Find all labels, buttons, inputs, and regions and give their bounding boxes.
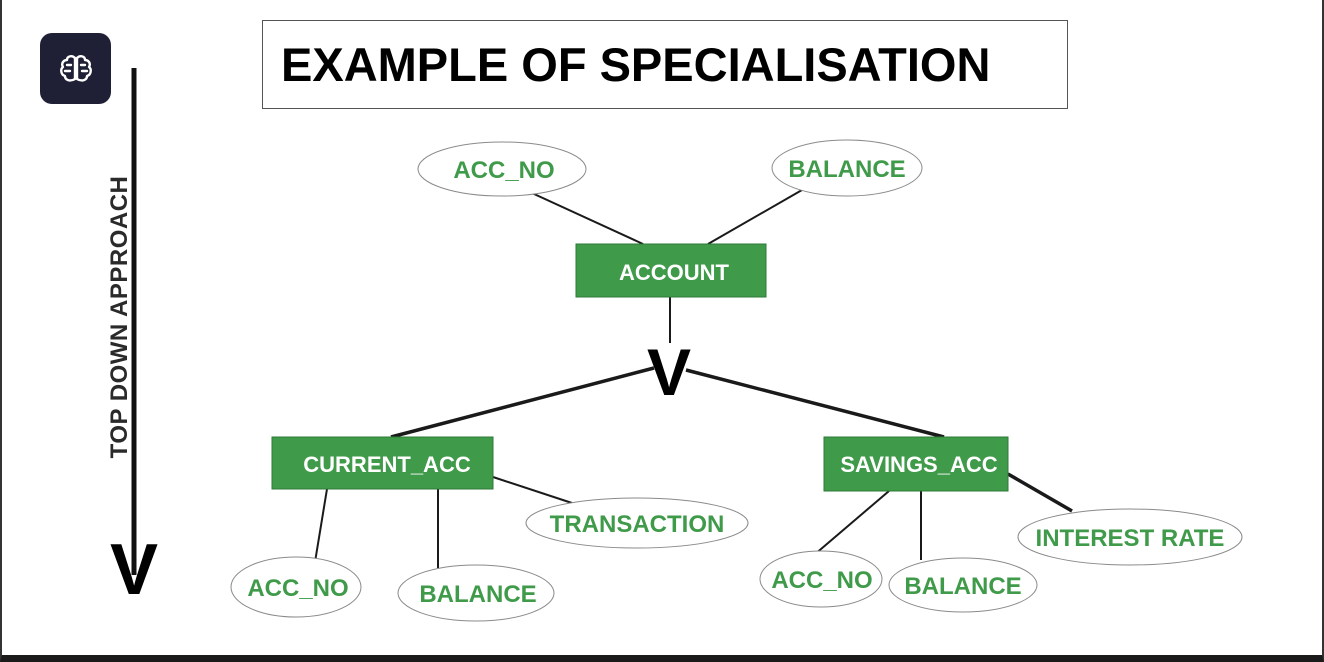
entity-savings-acc [823, 436, 1009, 492]
connector-line [813, 490, 890, 556]
top-down-arrow-head: V [110, 530, 158, 610]
attribute-account-balance-label: BALANCE [788, 156, 905, 183]
entity-account [575, 243, 767, 298]
attribute-current-acc-no-label: ACC_NO [247, 575, 348, 602]
logo [40, 33, 111, 104]
attribute-account-acc-no [417, 141, 587, 197]
attribute-savings-interest-rate-label: INTEREST RATE [1036, 525, 1225, 552]
attribute-savings-acc-no-label: ACC_NO [771, 567, 872, 594]
attribute-current-transaction [525, 497, 749, 549]
attribute-current-balance-label: BALANCE [419, 581, 536, 608]
connector-line [390, 366, 655, 439]
title-box: EXAMPLE OF SPECIALISATION [262, 20, 1068, 109]
connector-line [685, 368, 945, 439]
brain-icon [59, 54, 92, 82]
attribute-savings-interest-rate [1017, 508, 1243, 566]
attribute-savings-balance-label: BALANCE [904, 573, 1021, 600]
connector-line [492, 476, 573, 504]
connector-line [707, 189, 803, 245]
attribute-current-acc-no [230, 556, 362, 618]
connector-line [520, 187, 644, 245]
entity-savings-acc-label: SAVINGS_ACC [840, 452, 997, 477]
page-title: EXAMPLE OF SPECIALISATION [281, 38, 991, 91]
entity-current-acc [271, 436, 494, 490]
attribute-current-transaction-label: TRANSACTION [550, 511, 725, 538]
entity-current-acc-label: CURRENT_ACC [303, 452, 471, 477]
attribute-account-acc-no-label: ACC_NO [453, 157, 554, 184]
connector-line [314, 488, 328, 563]
specialisation-symbol: V [647, 335, 691, 409]
attribute-savings-balance [888, 557, 1038, 613]
connector-line [1007, 472, 1073, 513]
attribute-account-balance [771, 139, 923, 197]
attribute-savings-acc-no [759, 550, 883, 608]
entity-account-label: ACCOUNT [619, 260, 730, 285]
attribute-current-balance [397, 564, 555, 622]
